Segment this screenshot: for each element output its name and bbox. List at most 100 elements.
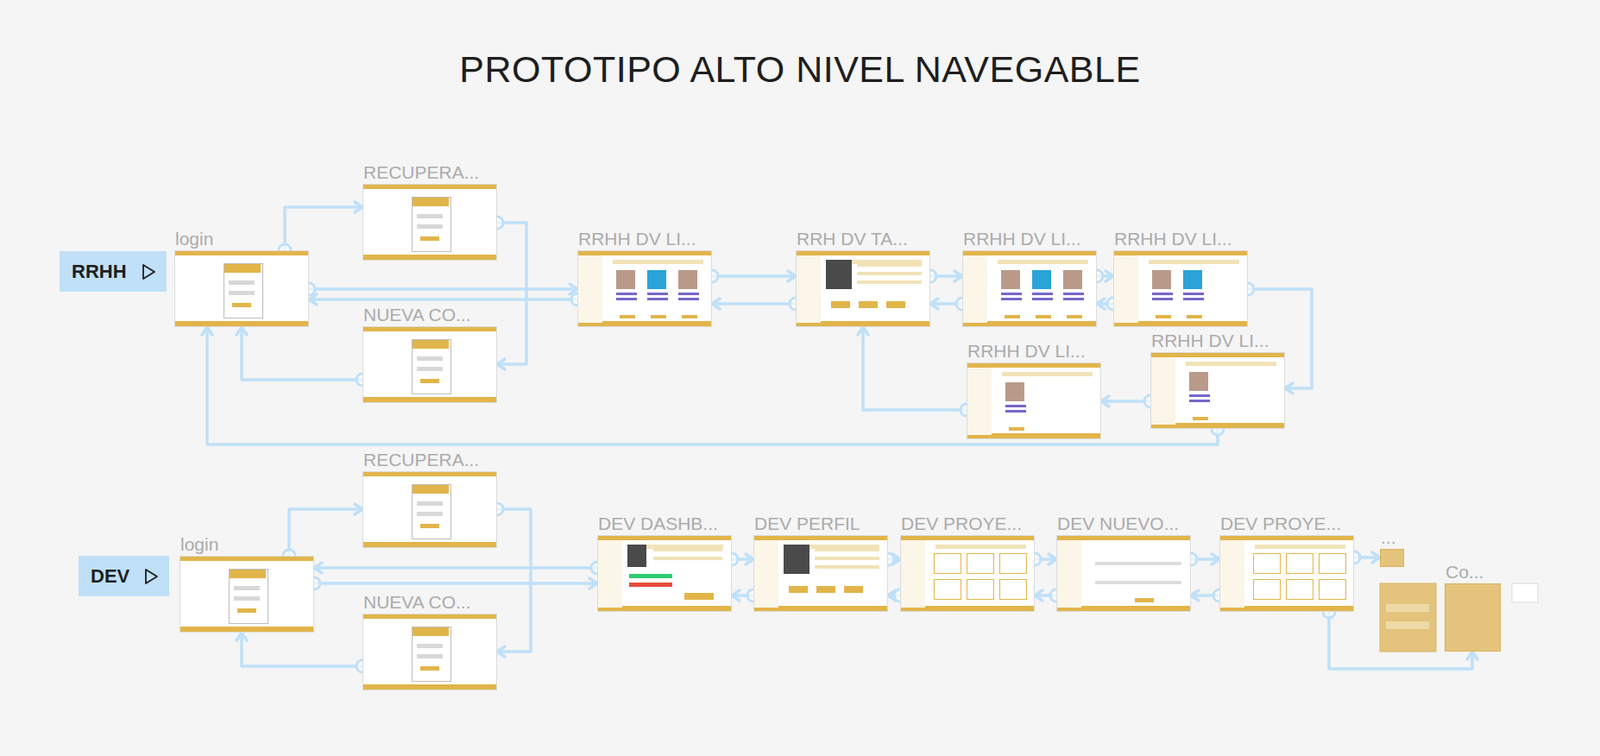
search-bar	[997, 259, 1089, 265]
sidebar	[900, 540, 926, 608]
input-field	[233, 596, 260, 601]
prototype-frame: RRHH DV LI...	[577, 250, 712, 328]
sidebar	[754, 540, 779, 608]
arrow-head	[1105, 270, 1114, 282]
data-row	[653, 548, 723, 552]
prototype-frame: DEV PROYE...	[1219, 535, 1355, 612]
button	[232, 302, 252, 308]
arrow-head	[354, 201, 363, 213]
search-bar	[612, 259, 704, 265]
arrow-head	[354, 503, 363, 515]
diagram-title: PROTOTIPO ALTO NIVEL NAVEGABLE	[0, 48, 1600, 91]
arrow-head	[1096, 298, 1105, 309]
sidebar	[1057, 540, 1082, 608]
skill-tags	[678, 292, 700, 296]
flow-name: DEV	[90, 565, 130, 588]
frame-name: Co...	[1445, 561, 1484, 583]
project-card	[999, 553, 1027, 574]
frame-name: login	[180, 534, 219, 555]
data-row	[856, 271, 922, 276]
arrow-head	[857, 327, 869, 335]
arrow-head	[954, 270, 963, 282]
button	[1008, 427, 1025, 431]
sidebar	[963, 255, 988, 323]
flow-start-button: DEV	[78, 555, 170, 597]
profile-photo	[616, 270, 636, 290]
button	[816, 585, 836, 593]
arrow-head	[589, 578, 598, 589]
prototype-frame: RRHH DV LI...	[1150, 352, 1286, 429]
play-triangle	[143, 264, 155, 279]
connector-line	[497, 509, 531, 652]
frame-top-bar	[363, 472, 497, 477]
frame-name: RRH DV TA...	[796, 228, 908, 250]
prototype-connection	[308, 577, 598, 590]
arrow-head	[930, 298, 939, 309]
profile-photo	[825, 259, 852, 290]
skill-tags	[1152, 297, 1173, 301]
login-card-header	[412, 627, 449, 637]
button	[831, 301, 851, 309]
frame-name: DEV PROYE...	[1220, 513, 1342, 535]
frame-top-bar	[180, 556, 314, 561]
sidebar	[1151, 357, 1176, 425]
frame-name: RECUPERA...	[363, 162, 479, 183]
connector-line	[308, 287, 578, 291]
arrow-head	[1211, 554, 1220, 565]
connector-line	[314, 566, 598, 570]
mini-frame	[1511, 583, 1538, 603]
skill-tags	[1189, 399, 1210, 403]
play-triangle	[145, 569, 158, 584]
arrow-head	[745, 554, 754, 565]
button	[1035, 314, 1052, 319]
frame-bottom-bar	[180, 626, 314, 632]
frame-name: DEV PERFIL	[754, 513, 861, 535]
skill-tags	[1032, 297, 1053, 301]
connector-line	[284, 207, 363, 251]
search-bar	[1148, 259, 1240, 265]
login-card-header	[224, 264, 261, 273]
connector-line	[862, 327, 967, 410]
project-card	[1318, 579, 1347, 600]
prototype-connection	[308, 293, 584, 306]
prototype-connection	[236, 327, 369, 386]
frame-name: RRHH DV LI...	[963, 228, 1082, 250]
data-row	[814, 565, 880, 569]
skill-tags	[1063, 292, 1084, 296]
arrow-head	[236, 327, 247, 335]
skill-tags	[1183, 292, 1204, 296]
project-card	[1253, 579, 1281, 600]
frame-bottom-bar	[363, 684, 497, 690]
project-card	[1253, 553, 1281, 574]
button	[1004, 314, 1021, 319]
frame-name: DEV DASHB...	[598, 513, 719, 535]
profile-photo	[1032, 270, 1052, 290]
prototype-frame: login	[179, 555, 315, 633]
frame-name: RRHH DV LI...	[967, 340, 1086, 362]
frame-bottom-bar	[175, 321, 309, 327]
prototype-frame-panel: Co...	[1444, 583, 1501, 652]
data-row	[814, 548, 880, 552]
frame-top-bar	[363, 184, 497, 189]
connector-line	[308, 297, 578, 302]
button	[420, 378, 440, 384]
status-red	[629, 582, 673, 587]
connector-line	[241, 632, 363, 667]
prototype-frame: NUEVA CO...	[362, 613, 498, 691]
frame-name: NUEVA CO...	[363, 592, 471, 613]
arrow-head	[1372, 552, 1380, 563]
prototype-connection	[236, 632, 369, 673]
button	[420, 236, 440, 241]
arrow-head	[1048, 554, 1057, 565]
frame-name: DEV NUEVO...	[1057, 513, 1179, 535]
extra-panel-field	[1385, 604, 1430, 612]
sidebar	[967, 367, 992, 435]
flow-name: RRHH	[71, 260, 127, 284]
data-row	[814, 556, 880, 561]
input-field	[416, 214, 443, 219]
project-card	[1285, 579, 1314, 600]
connector-line	[207, 327, 1218, 445]
flow-start-button: RRHH	[59, 251, 167, 292]
input-field	[1095, 561, 1182, 566]
prototype-connection	[857, 327, 973, 416]
